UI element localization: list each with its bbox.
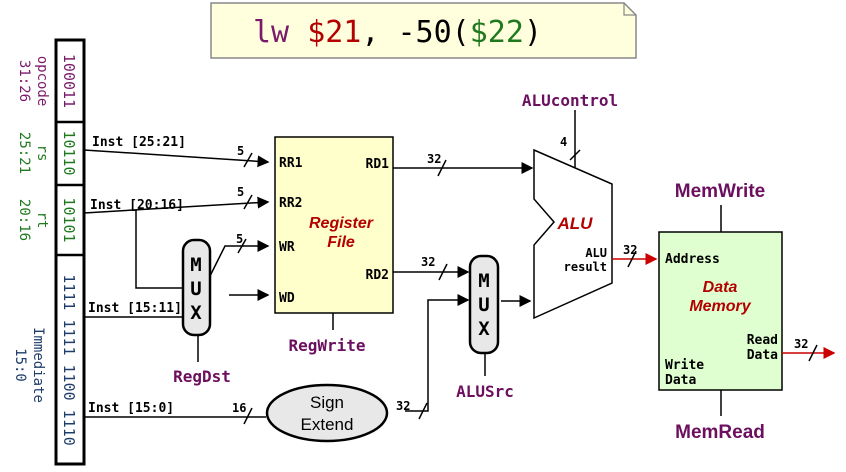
write-data-port-2: Data: [665, 373, 696, 388]
inst-20-16-label: Inst [20:16]: [90, 198, 184, 213]
alu-out-width: 32: [623, 243, 637, 257]
wd-port: WD: [279, 291, 295, 306]
alusrc-mux: M U X: [468, 254, 500, 376]
regdst-mux-u: U: [190, 278, 201, 300]
alu: ALU ALU result 4: [533, 110, 613, 320]
instruction-rt: $21: [307, 15, 361, 50]
immediate-range: 15:0: [12, 348, 28, 382]
rr2-port: RR2: [279, 196, 302, 211]
register-file-title-2: File: [327, 234, 355, 251]
rd1-width: 32: [427, 152, 441, 166]
inst-15-0-label: Inst [15:0]: [88, 401, 174, 416]
regdst-signal: RegDst: [173, 367, 231, 386]
regwrite-signal: RegWrite: [288, 336, 365, 355]
rd1-port: RD1: [366, 157, 390, 172]
rs-range: 25:21: [16, 132, 32, 174]
rr1-width: 5: [237, 144, 244, 158]
rs-label: rs: [34, 145, 50, 162]
alusrc-mux-m: M: [478, 270, 489, 292]
alusrc-mux-x: X: [478, 318, 490, 340]
wr-width: 5: [236, 232, 243, 246]
instruction-comma: ,: [361, 15, 379, 50]
read-data-port-2: Data: [747, 348, 778, 363]
wr-port: WR: [279, 240, 295, 255]
instruction-offset: -50(: [398, 15, 470, 50]
alu-label: ALU: [557, 214, 594, 233]
sign-out-width: 32: [396, 399, 410, 413]
rd2-port: RD2: [366, 268, 389, 283]
alu-result-2: result: [564, 260, 607, 274]
regdst-mux-x: X: [190, 302, 202, 324]
alusrc-mux-u: U: [478, 294, 489, 316]
read-data-width: 32: [794, 337, 808, 351]
register-file: RR1 RR2 WR WD RD1 RD2 Register File: [274, 136, 394, 330]
instruction-rs: $22: [470, 15, 524, 50]
instruction-wires: [83, 149, 270, 418]
regdst-mux-m: M: [190, 254, 201, 276]
address-port: Address: [665, 252, 720, 267]
sign-extend: Sign Extend: [265, 383, 389, 443]
inst-15-11-label: Inst [15:11]: [88, 301, 182, 316]
rd2-width: 32: [421, 255, 435, 269]
alu-control-width: 4: [560, 135, 567, 149]
data-memory-title-1: Data: [703, 279, 738, 296]
read-data-port-1: Read: [747, 333, 778, 348]
opcode-label: opcode: [34, 56, 50, 107]
instruction-close: ): [524, 15, 542, 50]
inst-25-21-label: Inst [25:21]: [92, 135, 186, 150]
memwrite-signal: MemWrite: [675, 181, 765, 202]
alucontrol-signal: ALUcontrol: [522, 91, 618, 110]
immediate-bits: 1111 1111 1100 1110: [60, 274, 78, 446]
instruction-banner: lw $21, -50($22): [210, 2, 637, 59]
instruction-op: lw: [253, 15, 290, 50]
register-file-title-1: Register: [309, 215, 374, 232]
rt-label: rt: [34, 212, 50, 229]
alu-result-1: ALU: [585, 246, 607, 260]
alusrc-signal: ALUSrc: [456, 382, 514, 401]
write-data-port-1: Write: [665, 358, 704, 373]
opcode-range: 31:26: [16, 60, 32, 102]
immediate-label: Immediate: [30, 327, 46, 403]
instruction-fields: 100011 10110 10101 1111 1111 1100 1110 o…: [12, 38, 86, 466]
opcode-bits: 100011: [60, 54, 78, 108]
regdst-mux: M U X: [181, 238, 212, 362]
instruction-text: lw $21, -50($22): [253, 15, 542, 50]
data-memory-title-2: Memory: [689, 298, 751, 315]
sign-extend-line-1: Sign: [310, 393, 344, 412]
sign-in-width: 16: [232, 401, 246, 415]
sign-extend-line-2: Extend: [301, 415, 354, 434]
data-memory: Address Data Memory Read Data Write Data: [658, 205, 783, 416]
rt-bits: 10101: [60, 197, 78, 242]
memread-signal: MemRead: [675, 422, 765, 443]
rr2-width: 5: [237, 185, 244, 199]
rs-bits: 10110: [60, 130, 78, 175]
rt-range: 20:16: [16, 199, 32, 241]
rr1-port: RR1: [279, 156, 303, 171]
